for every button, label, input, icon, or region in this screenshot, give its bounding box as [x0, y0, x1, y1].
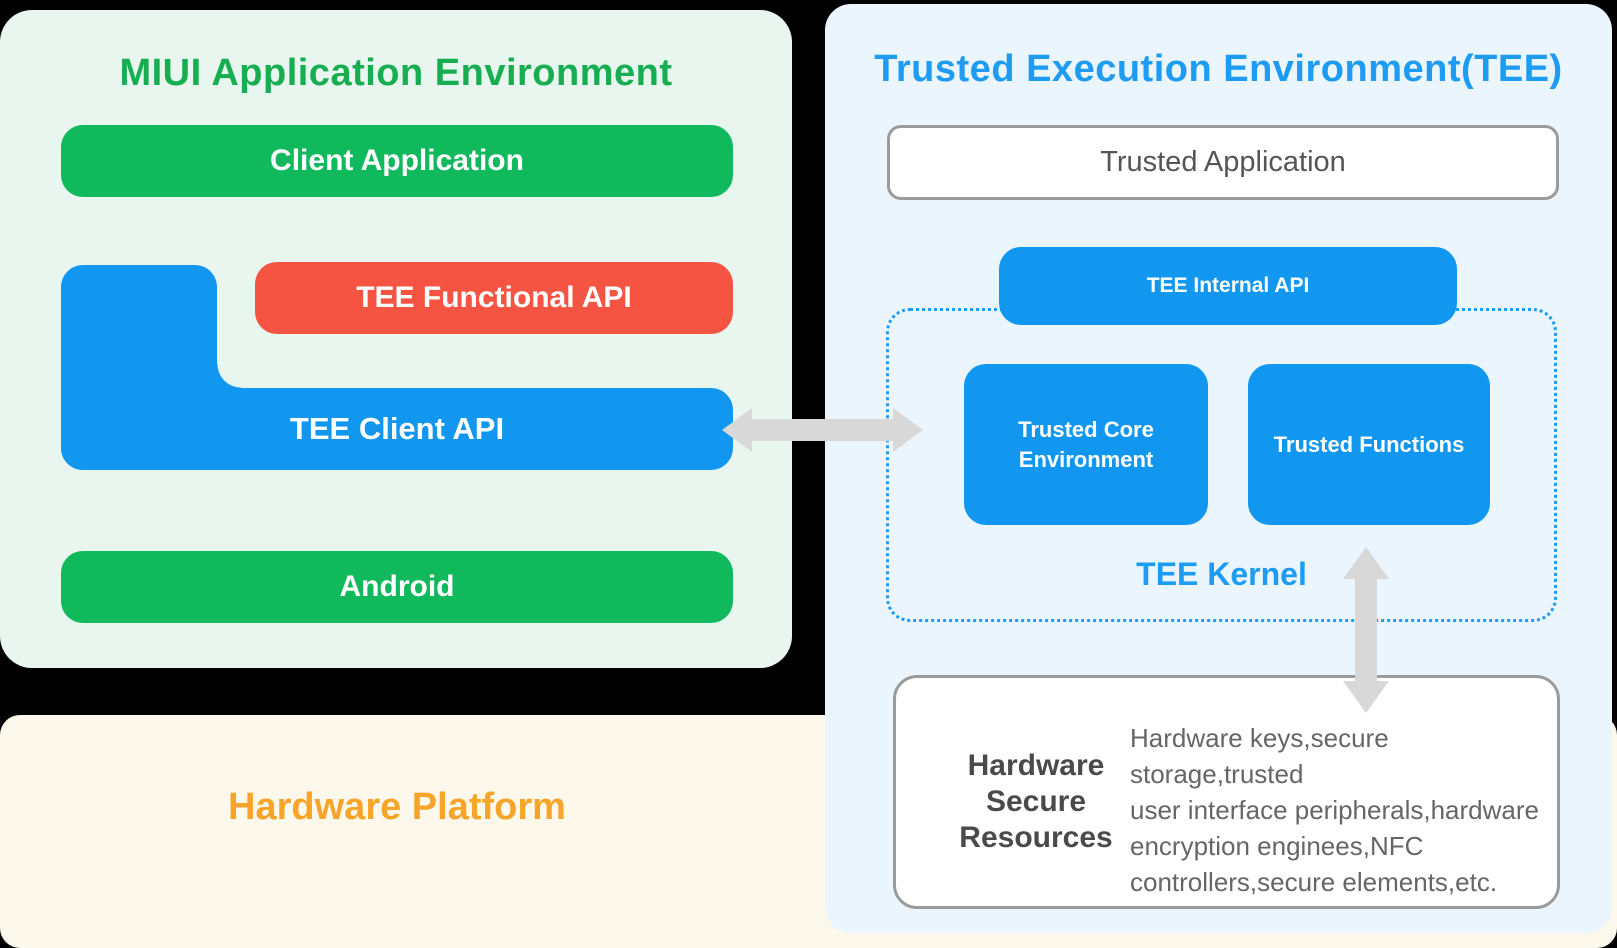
trusted-core-environment-line2: Environment: [1018, 446, 1154, 472]
hsr-text-line1: Hardware keys,secure storage,trusted: [1130, 723, 1389, 789]
trusted-functions-box: Trusted Functions: [1248, 364, 1490, 525]
tee-internal-api-label: TEE Internal API: [1146, 274, 1310, 297]
hsr-text-line2: user interface peripherals,hardware: [1130, 795, 1539, 825]
tee-functional-api-box: TEE Functional API: [255, 262, 733, 334]
trusted-application-box: Trusted Application: [887, 125, 1559, 200]
tee-client-api-label: TEE Client API: [289, 411, 505, 446]
android-label: Android: [339, 570, 455, 603]
miui-application-environment-panel: MIUI Application Environment Client Appl…: [0, 10, 792, 668]
trusted-core-environment-line1: Trusted Core: [1018, 416, 1154, 442]
arrow-shaft: [1355, 575, 1377, 685]
hsr-text-line4: controllers,secure elements,etc.: [1130, 867, 1498, 897]
tee-panel-title: Trusted Execution Environment(TEE): [874, 48, 1563, 90]
arrow-head-right: [893, 408, 923, 452]
arrow-head-bottom: [1343, 681, 1389, 713]
arrow-head-top: [1343, 547, 1389, 579]
miui-panel-title: MIUI Application Environment: [119, 52, 673, 94]
arrow-shaft: [748, 419, 897, 441]
trusted-functions-label: Trusted Functions: [1273, 431, 1465, 457]
tee-internal-api-box: TEE Internal API: [999, 247, 1457, 325]
hardware-platform-label: Hardware Platform: [228, 786, 566, 828]
tee-functional-api-label: TEE Functional API: [356, 281, 632, 314]
hardware-secure-resources-text: Hardware keys,secure storage,trusted use…: [1130, 720, 1550, 900]
hsr-label-line2: Secure: [985, 785, 1087, 818]
bidirectional-horizontal-arrow-icon: [722, 408, 923, 452]
tee-kernel-label: TEE Kernel: [1136, 556, 1307, 592]
trusted-core-environment-box: Trusted Core Environment: [964, 364, 1208, 525]
tee-client-api-fillet: [217, 364, 241, 388]
android-box: Android: [61, 551, 733, 623]
client-application-box: Client Application: [61, 125, 733, 197]
tee-client-api-box: TEE Client API: [61, 388, 733, 470]
hsr-text-line3: encryption enginees,NFC: [1130, 831, 1424, 861]
trusted-execution-environment-panel: Trusted Execution Environment(TEE) Trust…: [825, 4, 1612, 933]
hsr-label-line3: Resources: [959, 821, 1113, 854]
bidirectional-vertical-arrow-icon: [1343, 547, 1389, 713]
trusted-application-label: Trusted Application: [1100, 146, 1346, 178]
hardware-secure-resources-box: Hardware Secure Resources Hardware keys,…: [893, 675, 1560, 909]
client-application-label: Client Application: [270, 144, 524, 177]
hsr-label-line1: Hardware: [967, 749, 1105, 782]
hardware-secure-resources-label: Hardware Secure Resources: [926, 748, 1146, 856]
arrow-head-left: [722, 408, 752, 452]
